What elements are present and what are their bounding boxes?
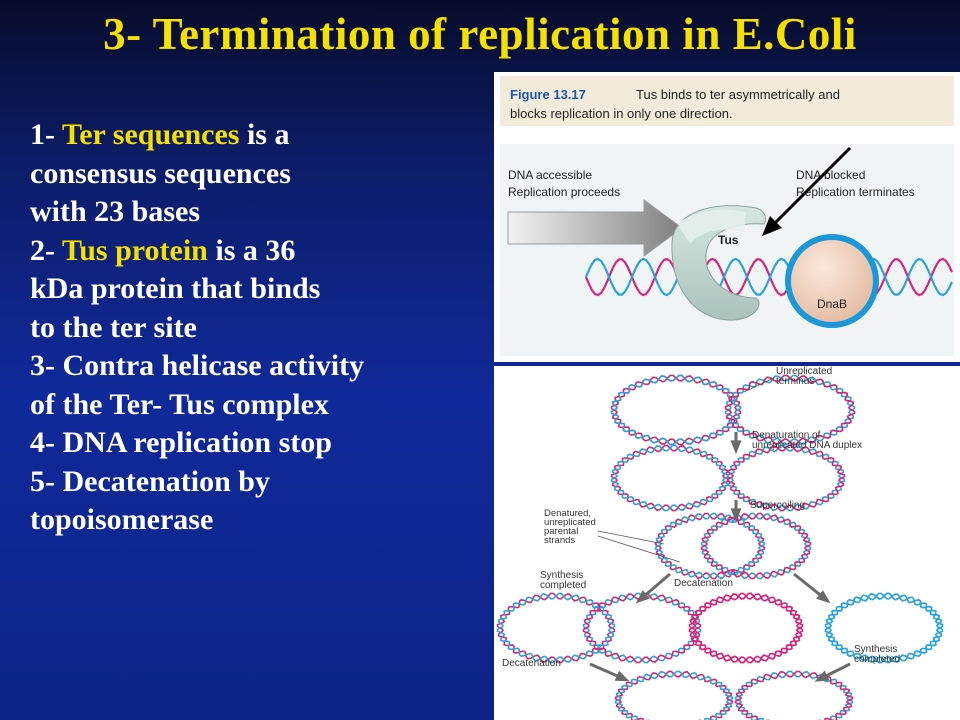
label-completed-bottom: completed xyxy=(854,654,900,665)
process-arrow xyxy=(589,662,623,680)
figure-tus-ter-svg: Figure 13.17 Tus binds to ter asymmetric… xyxy=(494,72,960,362)
figure-caption-line1: Tus binds to ter asymmetrically and xyxy=(636,87,840,102)
bullet-text: consensus sequences xyxy=(30,156,291,190)
dna-ring xyxy=(610,444,730,512)
figure-number: Figure 13.17 xyxy=(510,87,586,102)
dna-ring xyxy=(724,374,856,446)
process-arrow-head xyxy=(614,670,630,682)
label-unreplicated: Unreplicated xyxy=(776,366,832,377)
dna-ring xyxy=(496,592,616,664)
process-arrow-head xyxy=(814,670,830,682)
bullet-text: is a xyxy=(239,118,290,151)
bullet-line: to the ter site xyxy=(30,309,500,348)
process-arrow-head xyxy=(730,440,742,455)
label-replication-terminates: Replication terminates xyxy=(796,185,915,199)
label-denatured: Denatured, xyxy=(544,508,591,519)
dna-ring xyxy=(700,512,812,580)
pointer-arrow-line xyxy=(772,146,852,226)
label-denatured-unreplicated: unreplicated xyxy=(544,517,596,528)
label-denaturation: Denaturation of xyxy=(752,430,821,441)
bullet-text: to the ter site xyxy=(30,310,197,344)
process-arrow-head xyxy=(635,590,650,604)
label-unreplicated-duplex: unreplicated DNA duplex xyxy=(752,440,862,451)
pointer-arrow-head xyxy=(762,216,782,236)
figure-decatenation-svg: Unreplicated terminus Denaturation of un… xyxy=(494,366,960,720)
dna-strand-blue xyxy=(584,257,953,297)
label-dna-blocked: DNA blocked xyxy=(796,168,865,182)
bullet-text: 5- Decatenation by xyxy=(30,464,270,498)
bullet-text: with 23 bases xyxy=(30,195,201,228)
bullet-text: is a 36 xyxy=(207,233,296,267)
dnab-helicase xyxy=(785,234,879,328)
bullet-line: of the Ter- Tus complex xyxy=(30,386,500,425)
bullet-text: 3- Contra helicase activity xyxy=(30,349,365,382)
label-dnab: DnaB xyxy=(817,297,847,311)
label-decatenation-left: Decatenation xyxy=(502,658,561,669)
label-strands: strands xyxy=(544,535,575,546)
label-terminus: terminus xyxy=(776,376,814,387)
bullet-text: 1- xyxy=(30,118,62,151)
bullet-text: 4- DNA replication stop xyxy=(30,426,332,459)
figure-decatenation: Unreplicated terminus Denaturation of un… xyxy=(494,366,960,720)
label-decatenation-mid: Decatenation xyxy=(674,578,733,589)
bullet-highlight: Tus protein xyxy=(61,233,208,267)
slide-title: 3- Termination of replication in E.Coli xyxy=(103,9,857,59)
label-synthesis-bottom: Synthesis xyxy=(854,644,897,655)
label-completed: completed xyxy=(540,580,586,591)
bullet-line: with 23 bases xyxy=(30,193,500,232)
bullet-line: 3- Contra helicase activity xyxy=(30,347,500,386)
figure-caption-line2: blocks replication in only one direction… xyxy=(510,106,733,121)
dna-ring xyxy=(610,374,742,446)
bullet-line: 2- Tus protein is a 36 xyxy=(30,232,500,271)
dna-ring xyxy=(614,670,734,720)
process-arrow xyxy=(641,572,671,600)
label-replication-proceeds: Replication proceeds xyxy=(508,185,620,199)
label-tus: Tus xyxy=(718,233,739,247)
process-arrow xyxy=(793,572,825,600)
process-arrow-head xyxy=(730,508,742,523)
dna-ring xyxy=(654,512,766,580)
process-arrow-head xyxy=(816,590,831,604)
bullet-line: topoisomerase xyxy=(30,501,500,540)
replication-arrow xyxy=(507,199,683,257)
bullet-line: 1- Ter sequences is a xyxy=(30,116,500,155)
figure-tus-ter: Figure 13.17 Tus binds to ter asymmetric… xyxy=(494,72,960,362)
dna-ring xyxy=(688,592,804,664)
bullet-text: topoisomerase xyxy=(30,503,214,536)
bullet-text: 2- xyxy=(30,233,62,267)
label-parental: parental xyxy=(544,526,578,537)
dna-ring xyxy=(726,444,846,512)
bullet-line: 4- DNA replication stop xyxy=(30,424,500,463)
dna-strand-pink xyxy=(584,257,953,297)
label-supercoiling: Supercoiling xyxy=(750,500,805,511)
bullet-line: consensus sequences xyxy=(30,155,500,194)
bullet-text: of the Ter- Tus complex xyxy=(30,387,329,421)
bullet-text: kDa protein that binds xyxy=(30,272,321,305)
bullet-line: 5- Decatenation by xyxy=(30,463,500,502)
dna-ring xyxy=(582,592,702,664)
bullet-line: kDa protein that binds xyxy=(30,270,500,309)
dna-ring xyxy=(824,592,944,664)
bullet-highlight: Ter sequences xyxy=(61,118,240,151)
label-dna-accessible: DNA accessible xyxy=(508,168,592,182)
label-synthesis: Synthesis xyxy=(540,570,583,581)
